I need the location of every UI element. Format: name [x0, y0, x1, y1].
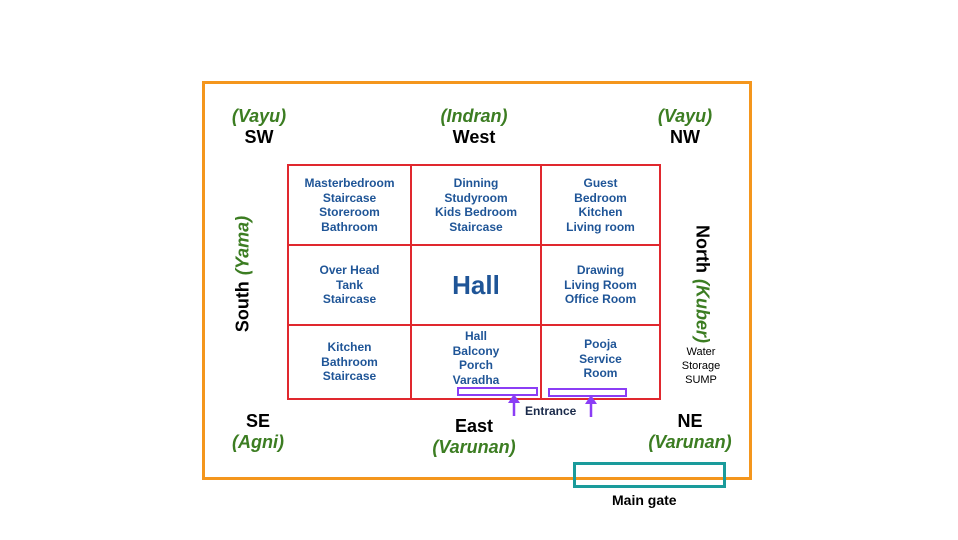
- room-name: SUMP: [685, 374, 717, 386]
- sw-direction: SW: [244, 127, 274, 147]
- room-name: Hall: [464, 329, 487, 343]
- west-label: (Indran) West: [424, 106, 524, 148]
- se-corner-label: SE (Agni): [218, 411, 298, 453]
- sw-corner-label: (Vayu) SW: [222, 106, 296, 148]
- nw-corner-label: (Vayu) NW: [648, 106, 722, 148]
- entrance-door-ne: [548, 388, 627, 397]
- room-name: Bedroom: [574, 190, 627, 205]
- se-deity: (Agni): [232, 432, 284, 452]
- plot-boundary: [202, 81, 752, 480]
- room-name: Balcony: [452, 343, 500, 358]
- room-name: Tank: [335, 277, 364, 292]
- entrance-label: Entrance: [525, 404, 577, 418]
- nw-direction: NW: [670, 127, 700, 147]
- nw-deity: (Vayu): [657, 106, 713, 126]
- room-name: Living room: [566, 219, 635, 234]
- room-name: Staircase: [449, 219, 503, 234]
- room-name: Varadha: [452, 372, 500, 387]
- north-label: North (Kuber): [692, 225, 713, 343]
- room-name: Staircase: [322, 292, 377, 307]
- room-name: Bathroom: [321, 354, 378, 369]
- entrance-arrow-icon: [585, 395, 597, 417]
- ne-direction: NE: [677, 411, 703, 431]
- room-name: Masterbedroom: [304, 176, 395, 190]
- ne-deity: (Varunan): [648, 432, 732, 452]
- room-name: Kitchen: [327, 340, 372, 355]
- south-label: (Yama) South: [233, 216, 254, 332]
- west-deity: (Indran): [440, 106, 508, 126]
- room-name: Porch: [458, 358, 493, 372]
- room-name: Studyroom: [444, 190, 508, 205]
- room-name: Staircase: [322, 190, 377, 205]
- room-name: Water: [686, 346, 716, 358]
- main-gate-label: Main gate: [612, 492, 677, 508]
- west-direction: West: [452, 127, 496, 147]
- south-deity: (Yama): [232, 215, 253, 276]
- room-name: Over Head: [319, 263, 380, 278]
- room-name: Kitchen: [578, 205, 623, 219]
- room-name: Staircase: [322, 369, 377, 384]
- ne-corner-label: NE (Varunan): [640, 411, 740, 453]
- grid-cell-center: Hall: [410, 244, 542, 326]
- room-name: Service: [579, 351, 622, 366]
- entrance-door-east: [457, 387, 538, 396]
- room-name: Drawing: [576, 263, 625, 278]
- south-direction: South: [232, 281, 253, 333]
- room-name: Guest: [583, 176, 618, 190]
- north-direction: North: [692, 225, 713, 273]
- sw-deity: (Vayu): [231, 106, 287, 126]
- room-name: Office Room: [564, 292, 637, 307]
- room-name: Living Room: [564, 277, 637, 292]
- room-name: Dinning: [453, 176, 499, 190]
- main-gate: [573, 462, 726, 488]
- room-name: Storage: [681, 360, 721, 372]
- north-deity: (Kuber): [692, 279, 713, 343]
- room-name: Kids Bedroom: [434, 205, 517, 219]
- room-name: Room: [583, 366, 618, 380]
- room-name: Bathroom: [321, 219, 378, 234]
- room-name: Storeroom: [319, 205, 380, 219]
- east-deity: (Varunan): [432, 437, 516, 457]
- east-direction: East: [454, 416, 494, 436]
- se-direction: SE: [245, 411, 270, 431]
- entrance-arrow-icon: [508, 394, 520, 416]
- east-label: East (Varunan): [424, 416, 524, 458]
- hall-title: Hall: [452, 269, 500, 300]
- room-name: Pooja: [584, 337, 617, 351]
